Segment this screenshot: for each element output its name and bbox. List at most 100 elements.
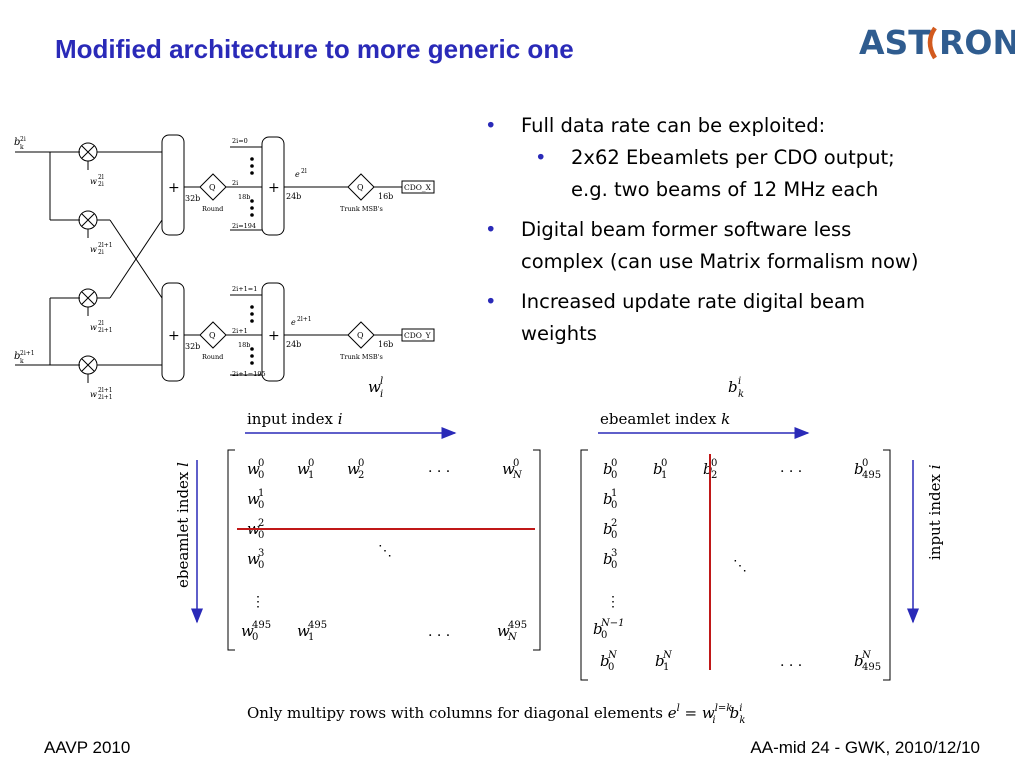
svg-text:2: 2 xyxy=(358,470,364,481)
b-vdots: ⋮ xyxy=(606,594,620,610)
svg-text:2: 2 xyxy=(711,470,717,481)
svg-text:b: b xyxy=(603,550,613,568)
astron-logo: AST RON xyxy=(859,23,1015,62)
svg-text:w: w xyxy=(90,177,97,186)
svg-text:l: l xyxy=(380,376,383,387)
svg-text:b: b xyxy=(728,378,738,396)
svg-text:i: i xyxy=(738,376,741,387)
svg-text:b: b xyxy=(593,620,603,638)
svg-text:3: 3 xyxy=(611,548,617,559)
top-trunk-q: Q xyxy=(357,183,364,192)
svg-text:2i+1: 2i+1 xyxy=(20,350,35,357)
svg-text:N: N xyxy=(662,650,673,661)
svg-text:ebeamlet index l: ebeamlet index l xyxy=(174,462,192,588)
b-row0-dots: . . . xyxy=(780,460,802,476)
svg-text:495: 495 xyxy=(862,662,881,673)
b-last-dots: . . . xyxy=(780,654,802,670)
svg-text:2l+1: 2l+1 xyxy=(98,242,113,249)
bullet-dot-icon: • xyxy=(485,218,497,241)
top-16b: 16b xyxy=(378,192,393,201)
svg-text:+: + xyxy=(168,180,180,196)
bottom-q-label: Q xyxy=(209,331,216,340)
top-round-label: Round xyxy=(202,205,223,213)
top-24b: 24b xyxy=(286,192,301,201)
w-ddots: ⋱ xyxy=(378,543,392,559)
svg-text:1: 1 xyxy=(308,632,314,643)
svg-text:0: 0 xyxy=(611,458,617,469)
svg-text:w: w xyxy=(247,460,260,478)
svg-text:0: 0 xyxy=(258,500,264,511)
logo-text-right: RON xyxy=(939,23,1015,62)
svg-text:+: + xyxy=(268,180,280,196)
top-18b: 18b xyxy=(238,193,250,201)
svg-text:N: N xyxy=(512,470,523,481)
b-ddots: ⋱ xyxy=(733,558,747,574)
svg-text:0: 0 xyxy=(601,630,607,641)
svg-text:w: w xyxy=(90,245,97,254)
w-row0-dots: . . . xyxy=(428,460,450,476)
svg-text:N−1: N−1 xyxy=(600,618,625,629)
svg-text:b: b xyxy=(653,460,663,478)
footer-right: AA-mid 24 - GWK, 2010/12/10 xyxy=(750,738,980,757)
svg-text:495: 495 xyxy=(862,470,881,481)
bullet-dot-icon: • xyxy=(485,114,497,137)
svg-text:b: b xyxy=(655,652,665,670)
svg-text:w: w xyxy=(247,550,260,568)
svg-text:w: w xyxy=(247,490,260,508)
svg-text:2: 2 xyxy=(258,518,264,529)
svg-text:k: k xyxy=(20,144,24,151)
svg-text:e: e xyxy=(291,318,296,327)
cdo-x-label: CDO_X xyxy=(404,183,432,192)
svg-text:b: b xyxy=(854,460,864,478)
svg-text:b: b xyxy=(603,490,613,508)
svg-text:0: 0 xyxy=(611,530,617,541)
svg-text:w: w xyxy=(347,460,360,478)
w-last-dots: . . . xyxy=(428,624,450,640)
svg-text:b: b xyxy=(603,520,613,538)
svg-text:1: 1 xyxy=(611,488,617,499)
bottom-trunk-label: Trunk MSB's xyxy=(340,353,383,361)
svg-text:2l: 2l xyxy=(98,174,104,181)
svg-text:0: 0 xyxy=(258,560,264,571)
svg-text:2: 2 xyxy=(611,518,617,529)
svg-text:2i+1: 2i+1 xyxy=(98,394,113,401)
bottom-trunk-q: Q xyxy=(357,331,364,340)
svg-text:3: 3 xyxy=(258,548,264,559)
bullet-1: •Full data rate can be exploited: xyxy=(485,110,1005,142)
svg-text:2i: 2i xyxy=(20,136,26,143)
bottom-24b: 24b xyxy=(286,340,301,349)
top-idx: 2i xyxy=(232,179,238,187)
svg-text:0: 0 xyxy=(661,458,667,469)
svg-text:ebeamlet index k: ebeamlet index k xyxy=(600,410,730,428)
svg-text:0: 0 xyxy=(252,632,258,643)
svg-text:b: b xyxy=(603,460,613,478)
bottom-round-label: Round xyxy=(202,353,223,361)
svg-text:495: 495 xyxy=(508,620,527,631)
svg-text:i: i xyxy=(380,389,383,400)
svg-text:N: N xyxy=(861,650,872,661)
svg-text:1: 1 xyxy=(308,470,314,481)
svg-text:w: w xyxy=(90,390,97,399)
svg-text:0: 0 xyxy=(862,458,868,469)
slide-title: Modified architecture to more generic on… xyxy=(55,34,574,64)
svg-text:w: w xyxy=(497,622,510,640)
bullet-dot-icon: • xyxy=(535,146,547,169)
svg-text:b: b xyxy=(600,652,610,670)
caption-text: Only multipy rows with columns for diago… xyxy=(247,704,663,722)
svg-text:N: N xyxy=(507,632,518,643)
svg-text:0: 0 xyxy=(611,560,617,571)
bottom-16b: 16b xyxy=(378,340,393,349)
svg-text:495: 495 xyxy=(252,620,271,631)
svg-text:2l: 2l xyxy=(301,168,307,175)
svg-text:w: w xyxy=(241,622,254,640)
svg-text:b: b xyxy=(14,351,20,362)
w-vdots: ⋮ xyxy=(251,594,265,610)
sub-bullet-1: •2x62 Ebeamlets per CDO output;e.g. two … xyxy=(485,142,1005,206)
top-idx0: 2i=0 xyxy=(232,137,248,145)
svg-text:1: 1 xyxy=(258,488,264,499)
